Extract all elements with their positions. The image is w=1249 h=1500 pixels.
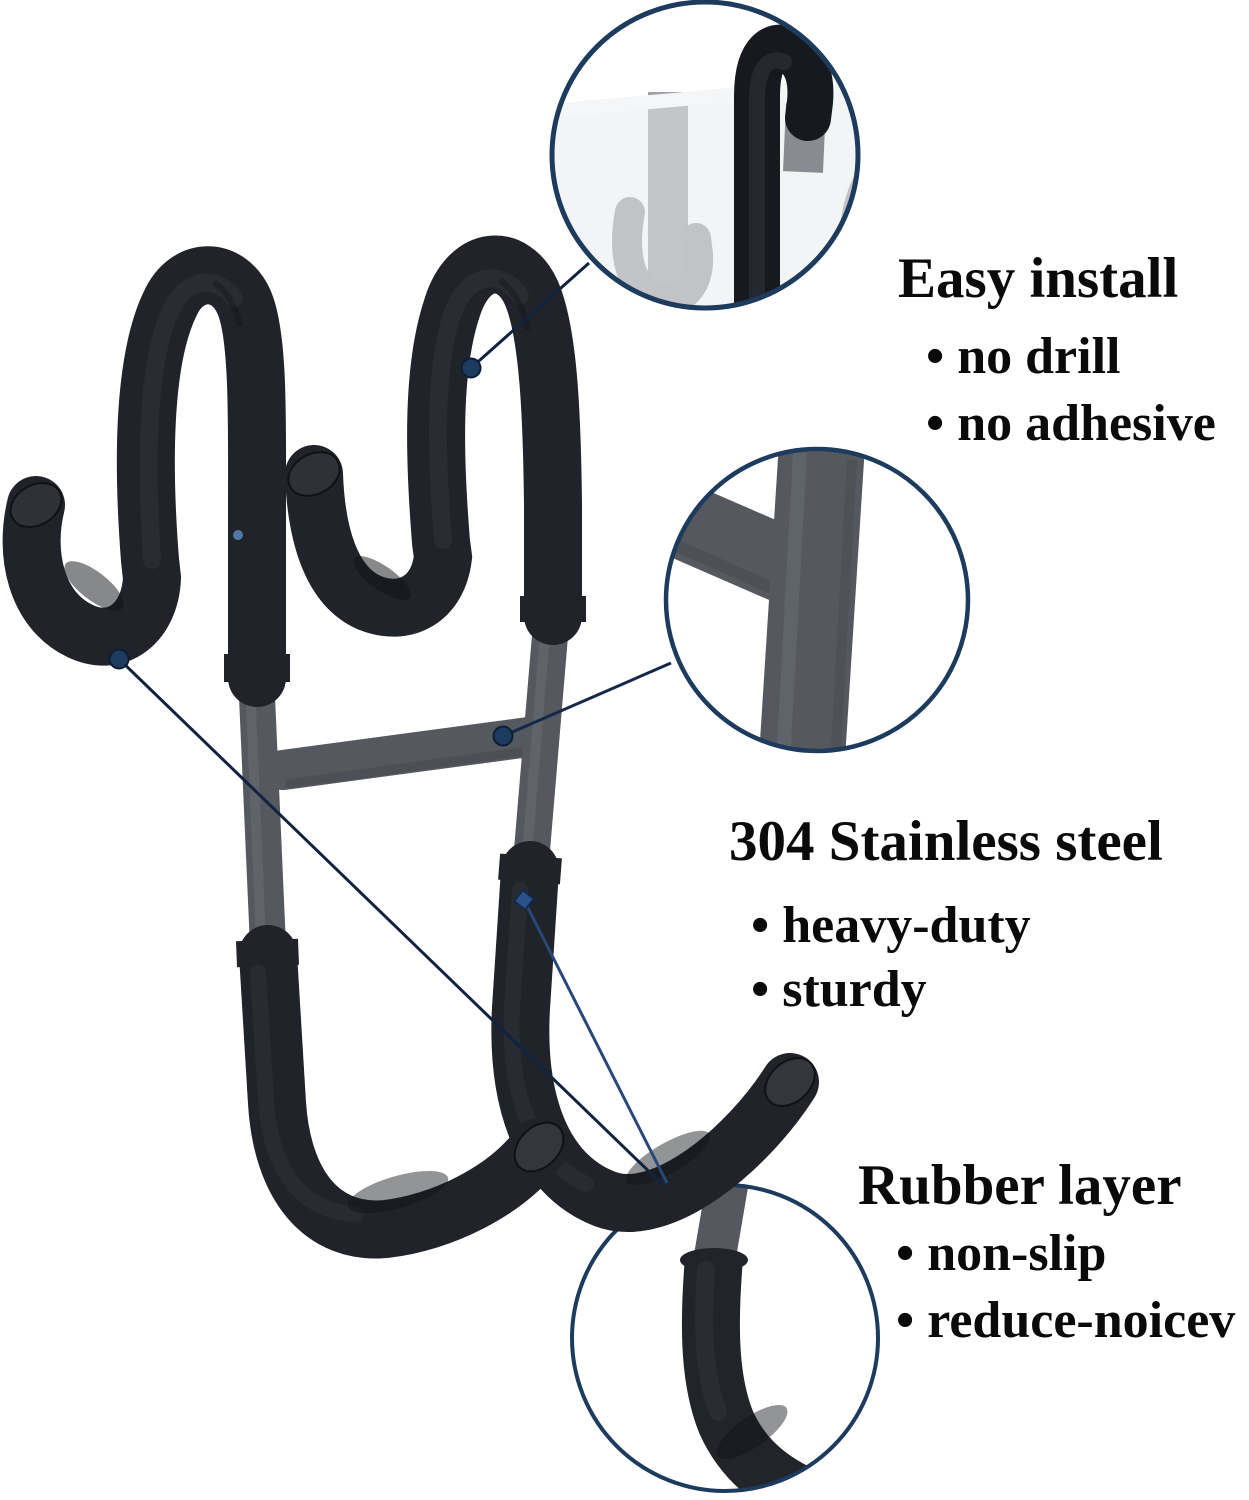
callout-bullet-non-slip: • non-slip	[896, 1225, 1107, 1282]
rubber-top-rear-sheen	[428, 269, 529, 549]
steel-crossbar-shade	[666, 534, 793, 602]
steel-bar-front-sheen	[245, 681, 266, 941]
callout-bullet-heavy-duty: • heavy-duty	[751, 897, 1031, 954]
zoom-detail-easy-install	[549, 0, 861, 311]
glass-edge	[552, 76, 858, 118]
steel-bar-rear-sheen	[522, 619, 551, 856]
leader-dot-steel	[492, 725, 514, 747]
hook-tip-cap	[764, 1057, 816, 1107]
steel-bar-sheen	[777, 451, 807, 747]
hook-tip-cap	[9, 482, 63, 528]
leader-line-steel	[502, 661, 672, 738]
leader-dot-rubber-left	[108, 648, 130, 670]
steel-bar-shade	[831, 459, 857, 749]
rubber-dimple	[347, 1170, 449, 1214]
hook-unit-front	[2, 246, 568, 1259]
callout-bullet-sturdy: • sturdy	[751, 961, 927, 1018]
zoom-detail-stainless-steel	[663, 446, 971, 754]
rubber-bottom-rear	[491, 841, 819, 1232]
hook-tip-cap	[513, 1121, 565, 1173]
rubber-dimple	[625, 1130, 711, 1186]
callout-title-easy-install: Easy install	[898, 247, 1179, 310]
hook-sheen	[749, 52, 792, 308]
rubber-dimple	[64, 561, 124, 611]
leader-dot-easy-install	[460, 357, 482, 379]
rubber-dimple-zoom	[716, 1404, 788, 1460]
rubber-sheen-zoom	[695, 1261, 727, 1421]
zoom-circle-top-outline	[549, 0, 861, 311]
leader-lines	[117, 261, 672, 1188]
zoom-circle-mid-outline	[663, 446, 971, 754]
rubber-dimple	[353, 556, 411, 600]
hook-tip-cap	[287, 451, 341, 497]
rubber-crease	[498, 277, 531, 331]
callout-title-stainless: 304 Stainless steel	[729, 810, 1163, 873]
rubber-bottom-front	[239, 925, 568, 1259]
callout-bullet-no-adhesive: • no adhesive	[926, 395, 1216, 452]
crossbar-shade	[285, 746, 528, 789]
callout-bullet-reduce-noise: • reduce-noicev	[896, 1292, 1236, 1349]
callout-bullet-no-drill: • no drill	[926, 328, 1121, 385]
rubber-top-front-sheen	[139, 273, 243, 569]
rubber-crease	[212, 279, 243, 327]
callout-title-rubber-layer: Rubber layer	[858, 1154, 1182, 1217]
leader-line-rubber-right	[522, 899, 669, 1184]
steel-bar-zoom	[759, 449, 865, 751]
shower-door-hook	[2, 235, 819, 1259]
leader-dot-rubber-right	[512, 888, 536, 912]
leader-dots	[108, 357, 536, 912]
leader-line-easy-install	[470, 261, 590, 370]
rubber-bottom-front-sheen	[250, 964, 364, 1222]
crossbar	[263, 717, 549, 790]
zoom-detail-rubber-layer	[570, 1183, 880, 1493]
rubber-bottom-rear-sheen	[503, 882, 594, 1192]
hook-unit-rear	[285, 235, 819, 1232]
ghost-hook-tip	[839, 141, 858, 251]
leader-line-rubber-left	[117, 657, 666, 1188]
highlight-glint	[233, 530, 243, 540]
steel-bar-front	[238, 673, 286, 947]
